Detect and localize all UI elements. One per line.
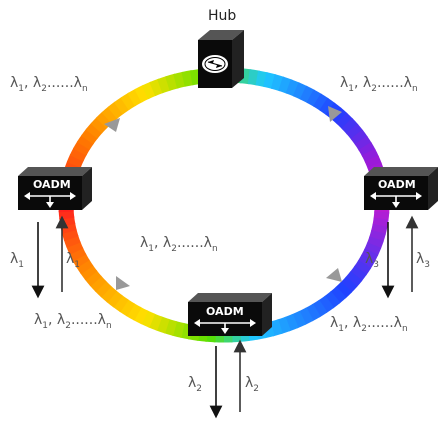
wavelength-label-top-right: λ1, λ2......λn xyxy=(340,75,418,94)
hub-router-icon xyxy=(202,55,228,73)
ring-arrow-left-bottom xyxy=(116,276,130,290)
wavelength-label-bottom-right: λ1, λ2......λn xyxy=(330,315,408,334)
bottom-add-wavelength: λ2 xyxy=(245,375,259,394)
left-drop-wavelength: λ1 xyxy=(10,251,24,270)
ring-flow-arrows xyxy=(104,106,342,290)
oadm-left: OADM xyxy=(18,167,92,210)
svg-text:λ1, λ2......λn: λ1, λ2......λn xyxy=(340,75,418,94)
svg-text:λ1, λ2......λn: λ1, λ2......λn xyxy=(330,315,408,334)
svg-text:λ1, λ2......λn: λ1, λ2......λn xyxy=(34,312,112,331)
bottom-drop-add: λ2 λ2 xyxy=(188,346,259,412)
hub-label: Hub xyxy=(208,8,236,24)
oadm-bottom: OADM xyxy=(188,293,272,336)
ring-arrow-bottom-right xyxy=(326,268,342,282)
oadm-bottom-label: OADM xyxy=(206,305,244,318)
wavelength-label-center: λ1, λ2......λn xyxy=(140,235,218,254)
svg-text:λ1, λ2......λn: λ1, λ2......λn xyxy=(140,235,218,254)
oadm-left-label: OADM xyxy=(33,178,71,191)
wavelength-label-top-left: λ1, λ2......λn xyxy=(10,75,88,94)
right-add-wavelength: λ3 xyxy=(416,251,430,270)
bottom-drop-wavelength: λ2 xyxy=(188,375,202,394)
oadm-right: OADM xyxy=(364,167,438,210)
oadm-right-label: OADM xyxy=(378,178,416,191)
wavelength-label-bottom-left: λ1, λ2......λn xyxy=(34,312,112,331)
svg-text:λ1, λ2......λn: λ1, λ2......λn xyxy=(10,75,88,94)
hub-device xyxy=(198,30,244,88)
